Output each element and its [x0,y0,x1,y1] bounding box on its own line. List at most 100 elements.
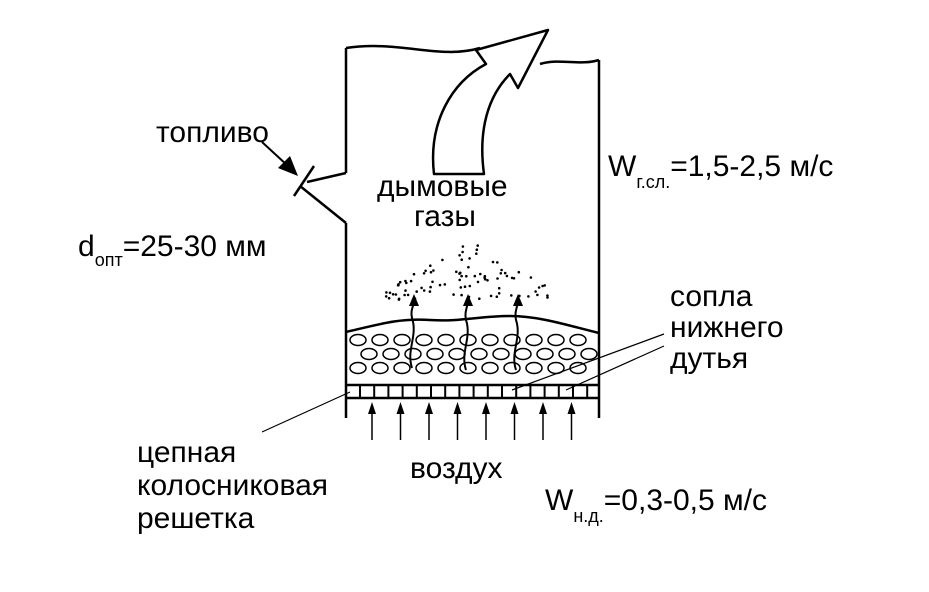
fuel-label: топливо [156,116,269,149]
smoke-dot [432,269,435,272]
flue-gas-arrow [431,28,550,176]
smoke-dot [385,291,388,294]
smoke-dot [429,285,432,289]
chain-grate [346,383,599,400]
smoke-dot [431,280,434,284]
blast-velocity-symbol: W [545,484,574,517]
smoke-particles [384,244,549,302]
flue-gases-label-line2: газы [414,200,476,233]
coal-piece [382,347,400,361]
air-arrow-head [482,402,490,414]
nozzles-label-line2: нижнего [670,311,784,344]
coal-pieces [349,333,598,375]
air-arrow-head [539,402,547,414]
smoke-dot [483,274,487,278]
air-arrow-head [396,402,405,414]
nozzles-label-line3: дутья [670,342,749,375]
smoke-dot [505,274,509,278]
grate-bars [359,385,589,398]
smoke-dot [517,270,521,274]
coal-piece [415,361,433,375]
smoke-dot [412,272,416,276]
smoke-dot [536,293,539,297]
air-arrow-head [368,402,376,414]
coal-piece [514,347,532,361]
smoke-dot [475,248,479,251]
smoke-dot [479,272,482,276]
fuel-layer [345,314,600,375]
particle-size-subscript: опт [94,250,123,270]
nozzles-label-line1: сопла [670,280,753,313]
air-arrow-head [453,402,462,414]
smoke-dot [489,294,493,298]
coal-piece [459,361,477,375]
leader-lines [261,333,665,433]
smoke-dot [497,292,501,295]
layer-velocity-value: =1,5-2,5 м/с [670,150,834,183]
smoke-dot [546,294,549,297]
smoke-dot [491,260,495,264]
gas-rise-arrowheads [409,294,523,306]
smoke-dot [499,272,503,275]
smoke-dot [404,289,407,292]
smoke-dot [496,277,499,280]
coal-piece [503,361,521,375]
smoke-dot [460,258,464,262]
coal-piece [525,361,543,375]
coal-piece [404,347,422,361]
smoke-dot [527,295,530,298]
smoke-dot [384,295,388,298]
smoke-dot [396,284,400,287]
smoke-dot [420,286,423,290]
smoke-dot [476,244,480,247]
grate-label-line1: цепная [137,436,237,469]
smoke-dot [422,289,426,292]
coal-piece [349,361,367,375]
particle-size-formula: dопт=25-30 мм [78,230,267,270]
blast-velocity-subscript: н.д. [573,506,604,526]
coal-piece [393,361,411,375]
particle-size-value: =25-30 мм [122,230,267,263]
smoke-dot [541,284,544,288]
grate-label-line2: колосниковая [137,469,329,502]
smoke-dot [394,293,398,296]
smoke-dot [486,279,489,282]
layer-velocity-subscript: г.сл. [636,172,671,192]
coal-piece [415,333,433,347]
coal-piece [349,333,367,347]
smoke-dot [441,258,444,262]
smoke-dot [391,293,395,296]
blast-velocity-value: =0,3-0,5 м/с [603,484,767,517]
smoke-dot [443,283,447,286]
coal-piece [470,347,488,361]
smoke-dot [473,274,477,278]
coal-piece [481,361,499,375]
smoke-dot [387,296,391,300]
coal-piece [580,347,598,361]
coal-piece [371,361,389,375]
smoke-dot [534,290,537,293]
air-arrow-head [510,402,519,414]
smoke-dot [468,257,471,260]
smoke-dot [461,250,464,254]
coal-piece [448,347,466,361]
flue-gases-label-line1: дымовые [377,170,508,203]
smoke-dot [429,270,433,274]
smoke-dot [458,278,462,282]
coal-piece [569,333,587,347]
smoke-dot [388,291,392,295]
smoke-dot [397,297,401,301]
air-label: воздух [410,452,503,485]
smoke-dot [406,293,410,297]
coal-piece [360,347,378,361]
smoke-dot [497,286,501,290]
smoke-dot [403,293,406,297]
smoke-dot [459,286,463,289]
smoke-dot [409,279,413,283]
coal-piece [437,333,455,347]
smoke-dot [438,283,442,287]
coal-piece [437,361,455,375]
smoke-dot [468,284,472,288]
smoke-dot [529,276,533,279]
layer-velocity-symbol: W [608,150,637,183]
